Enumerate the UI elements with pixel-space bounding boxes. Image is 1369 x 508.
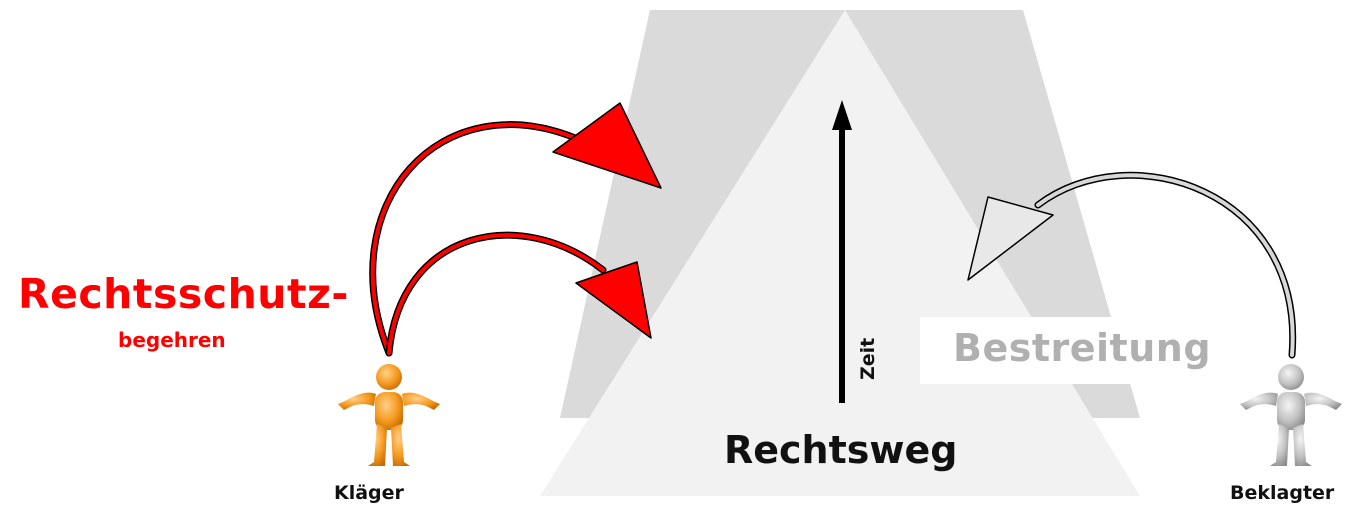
zeit-label: Zeit: [857, 337, 879, 380]
beklagter-label: Beklagter: [1230, 482, 1335, 504]
rechtsweg-label: Rechtsweg: [724, 428, 958, 472]
bestreitung-label: Bestreitung: [953, 326, 1212, 370]
beklagter-figure: [1240, 364, 1342, 466]
bestreitung-arrow: [967, 171, 1297, 359]
begehren-label: begehren: [118, 328, 226, 352]
claim-arrow-lower: [385, 231, 652, 357]
bestreitung-label-background: [920, 317, 1238, 384]
rechtsschutz-label: Rechtsschutz-: [18, 270, 349, 318]
zeit-arrow: [832, 100, 852, 403]
klaeger-figure: [338, 364, 440, 466]
claim-arrow-upper: [369, 102, 662, 357]
klaeger-label: Kläger: [334, 482, 404, 504]
